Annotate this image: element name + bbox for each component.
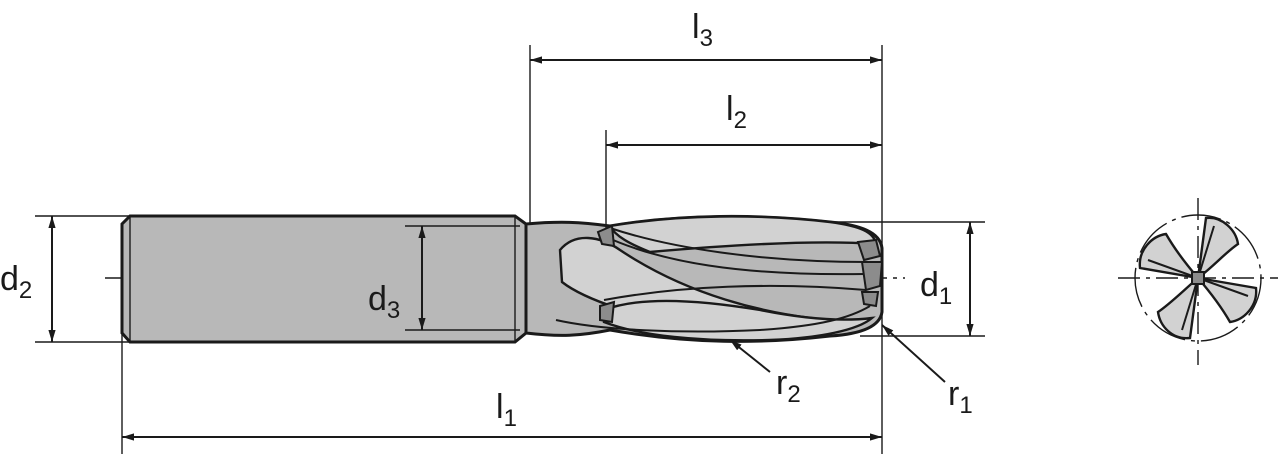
extension-lines <box>35 45 985 454</box>
label-d1: d1 <box>920 266 952 310</box>
label-r1: r1 <box>948 375 973 419</box>
label-d3: d3 <box>368 280 400 324</box>
end-view <box>1118 198 1278 365</box>
label-l1: l1 <box>496 388 517 432</box>
leader-r2 <box>729 339 771 373</box>
shank <box>120 214 528 344</box>
label-l3: l3 <box>692 8 713 52</box>
label-r2: r2 <box>776 364 801 408</box>
label-l2: l2 <box>726 90 747 134</box>
fluted-section <box>524 214 884 343</box>
leader-r1 <box>881 324 946 383</box>
label-d2: d2 <box>0 260 32 304</box>
